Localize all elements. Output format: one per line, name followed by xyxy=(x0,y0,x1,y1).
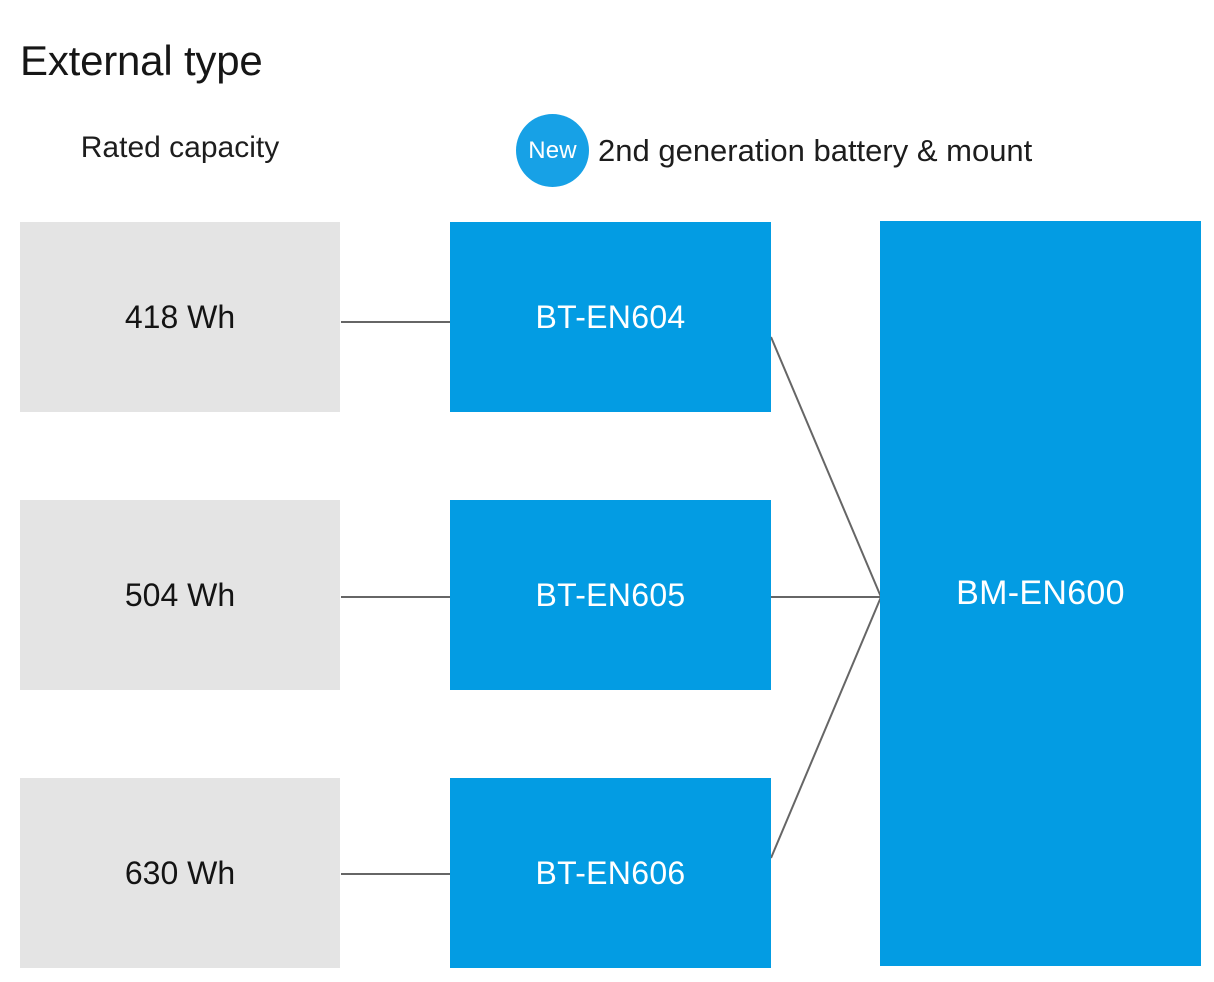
battery-box-bt-en605: BT-EN605 xyxy=(450,500,771,690)
capacity-box-630wh: 630 Wh xyxy=(20,778,340,968)
link-bten604-bmen600 xyxy=(770,336,882,598)
battery-box-bt-en604: BT-EN604 xyxy=(450,222,771,412)
new-badge: New xyxy=(516,114,589,187)
battery-box-bt-en606: BT-EN606 xyxy=(450,778,771,968)
capacity-box-418wh: 418 Wh xyxy=(20,222,340,412)
column-header-rated-capacity: Rated capacity xyxy=(80,131,280,164)
page-title: External type xyxy=(20,37,263,85)
link-bten606-bmen600 xyxy=(770,596,882,859)
capacity-box-504wh: 504 Wh xyxy=(20,500,340,690)
generation-header: New 2nd generation battery & mount xyxy=(516,114,1032,187)
mount-box-bm-en600: BM-EN600 xyxy=(880,221,1201,966)
column-header-generation: 2nd generation battery & mount xyxy=(598,133,1033,168)
